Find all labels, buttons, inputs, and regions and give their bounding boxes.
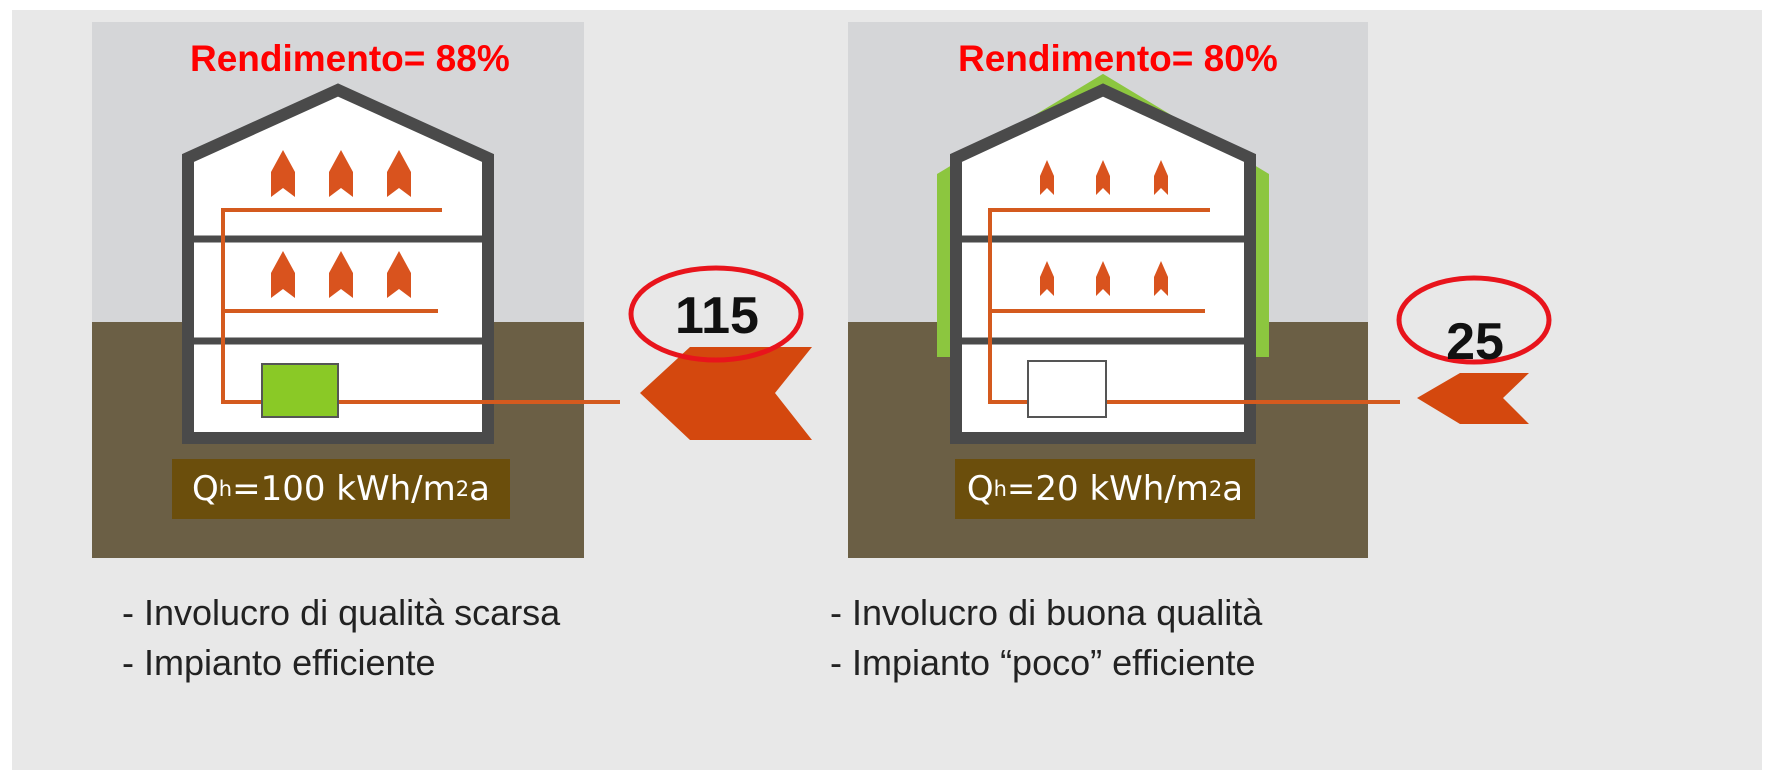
left-energy-arrow [640, 347, 812, 440]
left-boiler-icon [261, 363, 339, 418]
left-energy-value: 115 [675, 287, 759, 345]
right-energy-value: 25 [1446, 313, 1504, 371]
left-scene [92, 22, 812, 558]
right-flame-icons [1040, 160, 1168, 296]
right-description-line-2: - Impianto “poco” efficiente [830, 642, 1256, 683]
left-flame-icons [271, 150, 411, 298]
right-heating-pipes [988, 208, 1400, 404]
right-description: - Involucro di buona qualità - Impianto … [830, 588, 1262, 688]
right-description-line-1: - Involucro di buona qualità [830, 592, 1263, 633]
left-highlight-ellipse [628, 265, 804, 363]
left-description-line-2: - Impianto efficiente [122, 642, 436, 683]
right-highlight-ellipse [1396, 275, 1552, 365]
left-heating-pipes [221, 208, 620, 404]
right-boiler-icon [1027, 360, 1107, 418]
left-description-line-1: - Involucro di qualità scarsa [122, 592, 561, 633]
left-efficiency-label: Rendimento= 88% [190, 38, 510, 79]
right-energy-arrow [1417, 373, 1529, 424]
right-efficiency-label: Rendimento= 80% [958, 38, 1278, 79]
left-description: - Involucro di qualità scarsa - Impianto… [122, 588, 560, 688]
